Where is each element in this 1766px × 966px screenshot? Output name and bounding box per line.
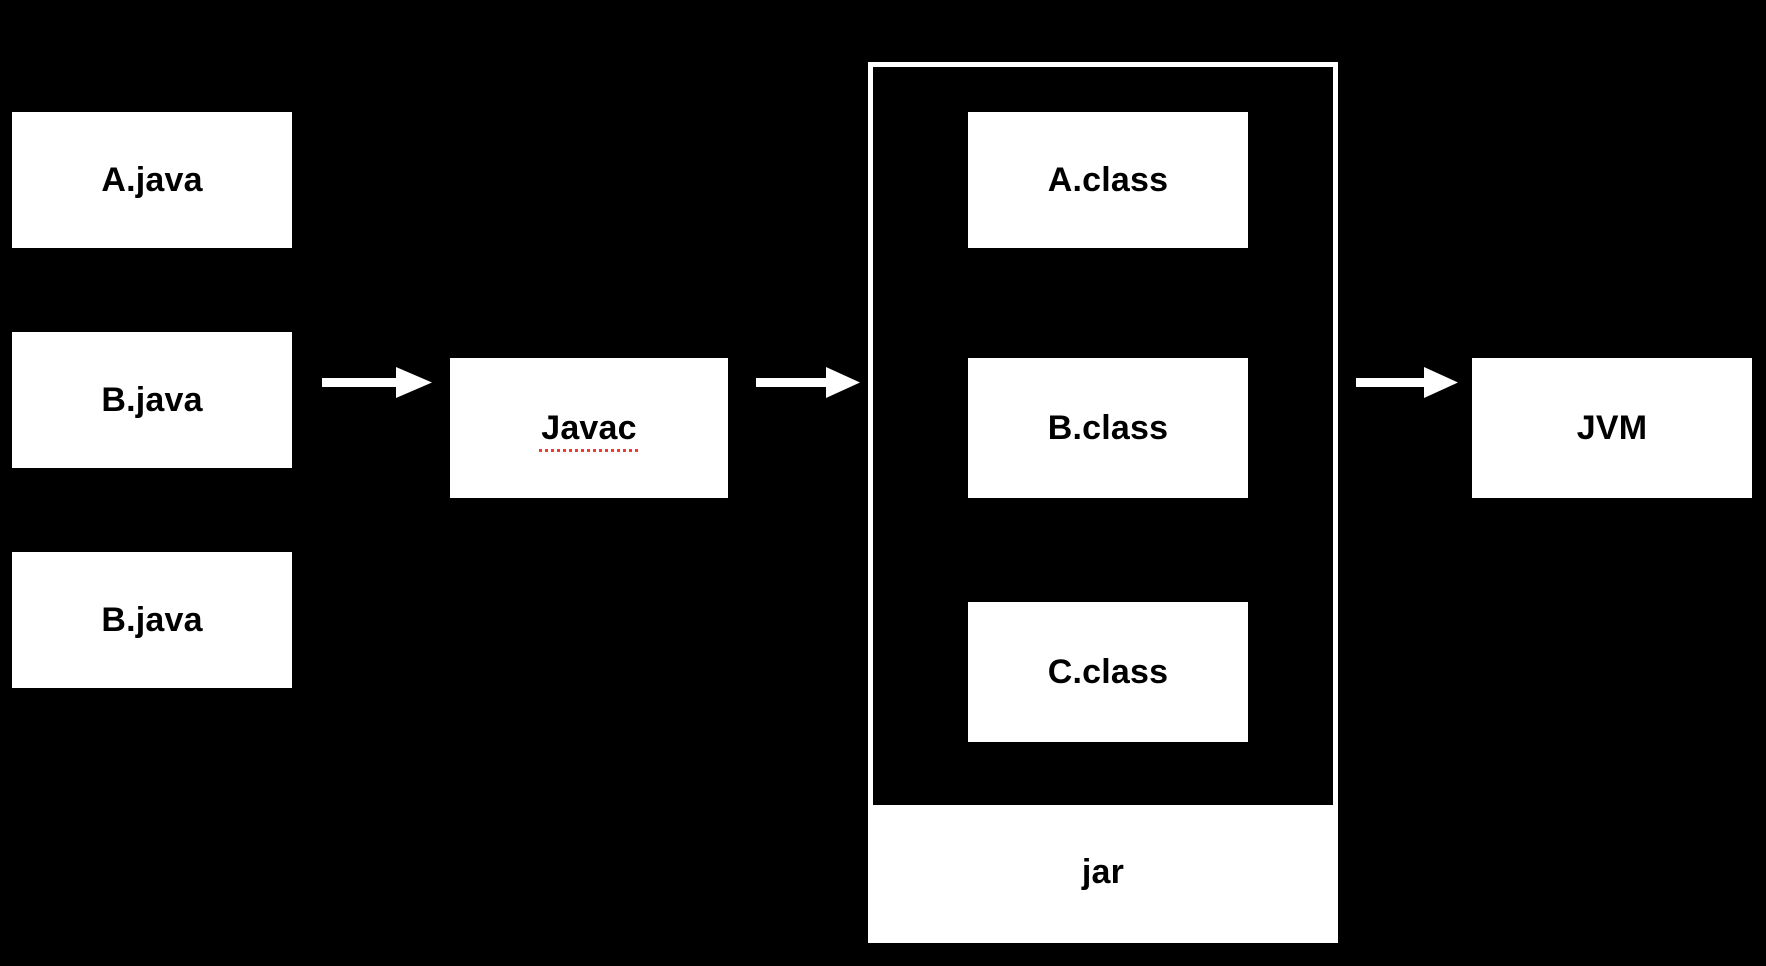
class-box-b-class-label: B.class: [1047, 409, 1169, 447]
compiler-box-javac-label: Javac: [539, 409, 639, 452]
class-box-c-class[interactable]: C.class: [968, 602, 1248, 742]
runtime-box-jvm-label: JVM: [1576, 409, 1648, 447]
arrow-sources-to-javac-icon: [322, 367, 432, 398]
arrow-jar-to-jvm-icon: [1356, 367, 1458, 398]
source-box-a-java-label: A.java: [101, 161, 203, 199]
source-box-b-java-1[interactable]: B.java: [12, 332, 292, 468]
class-box-b-class[interactable]: B.class: [968, 358, 1248, 498]
source-box-a-java[interactable]: A.java: [12, 112, 292, 248]
jar-footer-label: jar: [1081, 852, 1125, 891]
class-box-a-class-label: A.class: [1047, 161, 1169, 199]
source-box-b-java-2-label: B.java: [101, 601, 203, 639]
compiler-box-javac[interactable]: Javac: [450, 358, 728, 498]
runtime-box-jvm[interactable]: JVM: [1472, 358, 1752, 498]
class-box-a-class[interactable]: A.class: [968, 112, 1248, 248]
jar-footer-band[interactable]: jar: [873, 805, 1333, 938]
source-box-b-java-2[interactable]: B.java: [12, 552, 292, 688]
source-box-b-java-1-label: B.java: [101, 381, 203, 419]
arrow-javac-to-jar-icon: [756, 367, 860, 398]
class-box-c-class-label: C.class: [1047, 653, 1169, 691]
